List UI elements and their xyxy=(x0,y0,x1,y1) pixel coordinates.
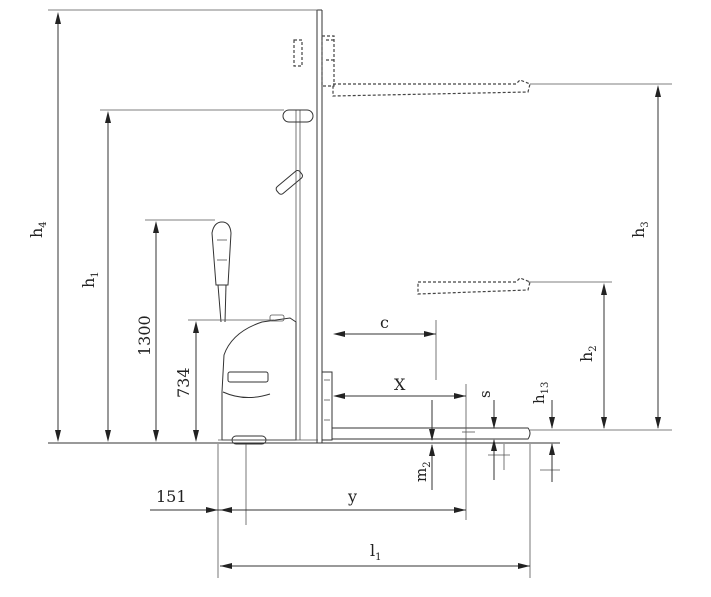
label-m2: m2 xyxy=(412,461,433,482)
guard-bracket xyxy=(275,170,303,195)
body-panel xyxy=(227,371,269,383)
label-151: 151 xyxy=(156,487,187,506)
stacker-outline xyxy=(48,9,560,445)
label-1300: 1300 xyxy=(135,315,154,356)
mast-top-cap xyxy=(282,109,314,123)
label-h2: h2 xyxy=(577,345,599,362)
label-h1: h1 xyxy=(79,271,101,288)
body-housing xyxy=(221,317,297,441)
tiller-head xyxy=(211,221,232,286)
label-x: X xyxy=(394,375,406,394)
label-h13: h13 xyxy=(530,382,551,404)
dimension-labels: h4 h1 1300 734 h3 h2 h13 s m2 c X 151 y … xyxy=(27,221,651,563)
raised-carriage-ghost xyxy=(293,39,303,67)
label-h4: h4 xyxy=(27,221,49,238)
fork-carriage xyxy=(321,371,333,441)
label-s: s xyxy=(476,390,494,398)
fork-raised-h3 xyxy=(332,79,531,97)
label-h3: h3 xyxy=(629,221,651,238)
dimension-lines xyxy=(55,12,661,569)
label-c: c xyxy=(380,313,389,332)
label-734: 734 xyxy=(174,367,193,398)
fork-lowered xyxy=(331,427,531,440)
tiller-arm xyxy=(217,284,222,323)
label-l1: l1 xyxy=(370,541,382,563)
fork-raised-h2 xyxy=(417,277,531,295)
extension-lines xyxy=(48,9,672,578)
label-y: y xyxy=(347,487,357,506)
